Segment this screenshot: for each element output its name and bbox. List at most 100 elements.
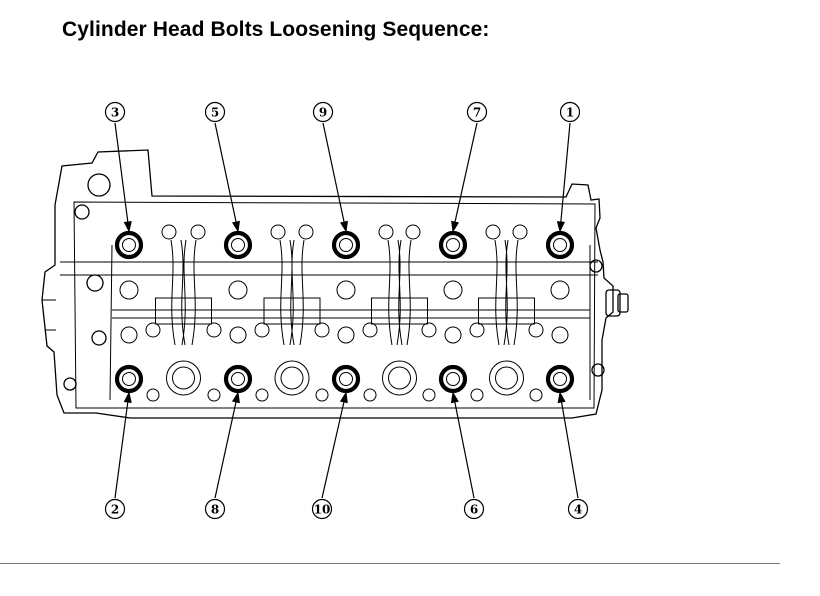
sequence-label-5: 5 (211, 106, 219, 120)
head-bolt-center (339, 372, 353, 386)
bolt-boss (315, 388, 329, 402)
sequence-label-ring (104, 498, 126, 520)
head-bolt-center (122, 238, 136, 252)
sequence-label-ring (567, 498, 589, 520)
rocker-arm (170, 239, 176, 346)
sequence-label-ring (463, 498, 485, 520)
head-bolt-6 (438, 364, 468, 394)
valve-seat (489, 360, 524, 396)
valve-seat-inner (388, 366, 411, 390)
head-bolt-center (446, 238, 460, 252)
rocker-arm (513, 239, 519, 346)
rocker-arm (299, 239, 305, 346)
bolt-boss (422, 388, 436, 402)
cam-boss (512, 224, 528, 240)
rocker-arm (181, 239, 187, 346)
rocker-arm (180, 239, 186, 346)
sequence-label-1: 1 (566, 106, 574, 120)
sequence-label-9: 9 (319, 106, 327, 120)
arrowhead (123, 220, 132, 233)
cam-boss (298, 224, 314, 240)
bolt-boss (146, 388, 160, 402)
cam-boss (270, 224, 286, 240)
sequence-label-3: 3 (111, 106, 119, 120)
arrowhead (232, 220, 240, 233)
rocker-arm (289, 239, 295, 346)
sequence-label-6: 6 (470, 503, 478, 517)
sequence-label-2: 2 (111, 503, 119, 517)
column-boss (337, 326, 355, 344)
rocker-arm (494, 239, 500, 346)
valve-seat-inner (172, 366, 195, 390)
arrowhead (231, 391, 240, 404)
bolt-boss (145, 322, 161, 338)
sequence-label-ring (204, 498, 226, 520)
column-boss (551, 326, 569, 344)
bolt-boss (528, 322, 544, 338)
arrowhead (339, 391, 348, 404)
leader-line-7 (452, 122, 478, 232)
sequence-label-ring (559, 101, 581, 123)
head-bolt-center (446, 372, 460, 386)
head-bolt-4 (545, 364, 575, 394)
arrowhead (451, 220, 460, 233)
sequence-label-4: 4 (574, 503, 582, 517)
sequence-label-ring (204, 101, 226, 123)
valve-seat-inner (280, 366, 304, 390)
bolt-boss (314, 322, 330, 338)
bolt-boss (254, 322, 270, 338)
arrowhead (340, 220, 348, 233)
sequence-label-ring (312, 101, 334, 123)
sequence-label-ring (466, 101, 488, 123)
head-bolt-9 (331, 230, 361, 260)
valve-seat (274, 360, 310, 396)
head-bolt-7 (438, 230, 468, 260)
valve-seat-inner (495, 366, 518, 390)
head-bolt-10 (331, 364, 361, 394)
bolt-boss (362, 322, 378, 338)
rocker-arm (503, 239, 509, 346)
bolt-boss (255, 388, 269, 402)
bolt-boss (529, 388, 543, 402)
sequence-label-7: 7 (473, 106, 481, 120)
column-boss (444, 326, 462, 344)
leader-lines (114, 122, 579, 499)
head-bolt-center (231, 372, 245, 386)
bolt-boss (421, 322, 437, 338)
bolt-boss (470, 388, 484, 402)
sequence-label-8: 8 (211, 503, 219, 517)
head-bolt-center (553, 372, 567, 386)
column-boss (119, 280, 139, 300)
bolt-boss (363, 388, 377, 402)
rocker-arm (191, 239, 197, 346)
column-boss (443, 280, 463, 300)
leader-line-9 (322, 122, 347, 232)
leader-line-1 (559, 122, 571, 232)
head-bolt-8 (223, 364, 253, 394)
bottom-divider (0, 563, 780, 564)
rocker-arm-block (155, 297, 212, 325)
head-bolt-center (339, 238, 353, 252)
cam-boss (190, 224, 206, 240)
cam-boss (405, 224, 421, 240)
arrowhead (557, 391, 566, 404)
head-bolt-1 (545, 230, 575, 260)
leader-line-10 (321, 392, 347, 499)
rocker-arm-block (263, 297, 321, 325)
rocker-shaft (112, 309, 590, 319)
valve-seat (382, 360, 417, 396)
column-boss (229, 326, 247, 344)
arrowhead (450, 391, 459, 404)
head-bolt-center (231, 238, 245, 252)
leader-line-8 (214, 392, 239, 499)
sequence-label-ring (311, 498, 333, 520)
column-boss (228, 280, 248, 300)
arrowhead (123, 391, 132, 404)
bolt-boss (206, 322, 222, 338)
cam-boss (378, 224, 394, 240)
leader-line-4 (559, 392, 579, 499)
head-bolts (114, 230, 575, 394)
valve-seat (166, 360, 201, 396)
head-bolt-center (122, 372, 136, 386)
